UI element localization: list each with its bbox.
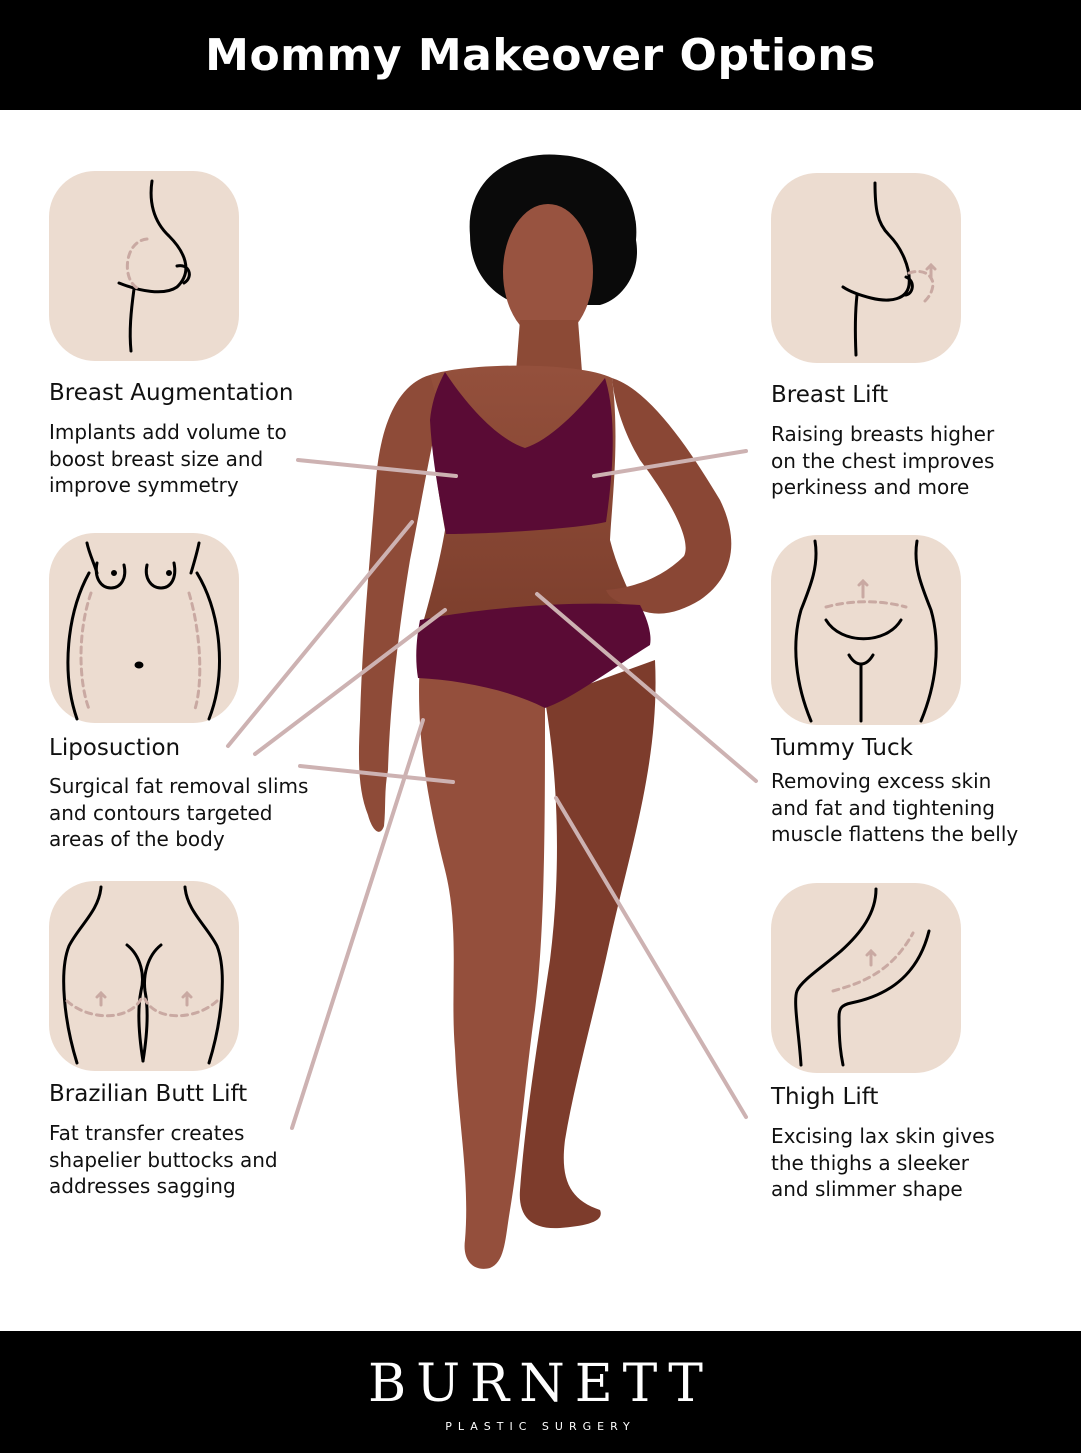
right-leg <box>519 660 656 1229</box>
leader-line-liposuction-waist <box>253 608 447 756</box>
brand-subtitle: PLASTIC SURGERY <box>445 1420 636 1433</box>
desc-tummy-tuck: Removing excess skin and fat and tighten… <box>771 769 1019 846</box>
leader-line-thigh-lift <box>554 796 748 1119</box>
title-tummy-tuck: Tummy Tuck <box>771 735 913 761</box>
neck <box>516 320 582 372</box>
thigh-lift-icon <box>771 883 961 1073</box>
title-thigh-lift: Thigh Lift <box>771 1084 879 1110</box>
brand-logo: BURNETT <box>368 1354 713 1414</box>
header-banner: Mommy Makeover Options <box>0 0 1081 110</box>
desc-liposuction: Surgical fat removal slims and contours … <box>49 774 309 851</box>
torso <box>418 365 650 640</box>
desc-breast-augmentation: Implants add volume to boost breast size… <box>49 420 287 497</box>
desc-breast-lift: Raising breasts higher on the chest impr… <box>771 422 995 499</box>
hair <box>469 154 638 305</box>
liposuction-icon <box>49 533 239 723</box>
leader-line-tummy-tuck <box>535 592 758 783</box>
desc-brazilian-butt-lift: Fat transfer creates shapelier buttocks … <box>49 1121 278 1198</box>
left-arm <box>358 375 440 832</box>
briefs-garment <box>416 603 651 708</box>
left-leg <box>419 660 545 1269</box>
title-breast-augmentation: Breast Augmentation <box>49 380 294 406</box>
leader-line-liposuction-arm <box>226 520 414 748</box>
bra-garment <box>430 372 613 534</box>
tummy-tuck-icon <box>771 535 961 725</box>
leader-line-breast-augmentation <box>296 458 458 478</box>
title-brazilian-butt-lift: Brazilian Butt Lift <box>49 1081 248 1107</box>
right-arm <box>606 378 732 614</box>
page-title: Mommy Makeover Options <box>205 29 876 81</box>
breast-lift-icon <box>771 173 961 363</box>
buttocks-icon <box>49 881 239 1071</box>
breast-augmentation-icon <box>49 171 239 361</box>
title-breast-lift: Breast Lift <box>771 382 889 408</box>
face <box>503 204 593 340</box>
leader-line-brazilian-butt-lift <box>290 718 425 1130</box>
leader-line-liposuction-thigh <box>298 764 455 784</box>
footer-banner <box>0 1331 1081 1453</box>
leader-line-breast-lift <box>592 449 748 478</box>
desc-thigh-lift: Excising lax skin gives the thighs a sle… <box>771 1124 995 1201</box>
title-liposuction: Liposuction <box>49 735 181 761</box>
